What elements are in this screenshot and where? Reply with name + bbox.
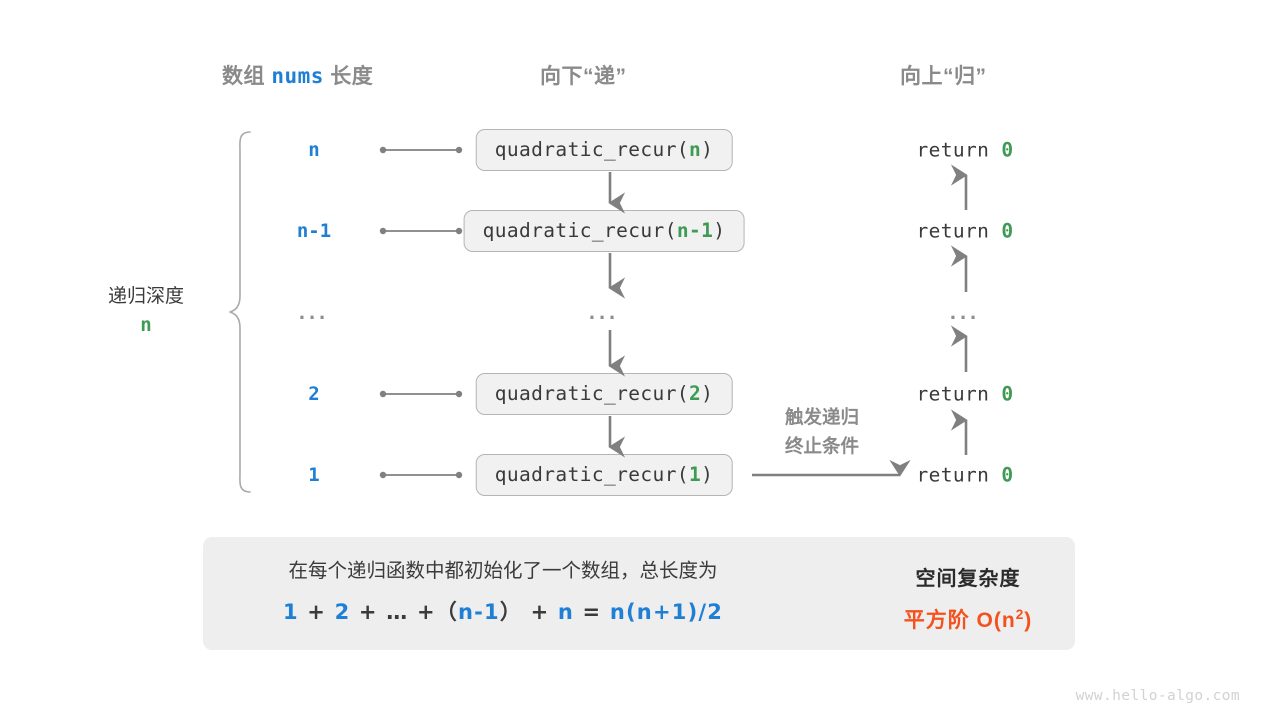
termination-note: 触发递归 终止条件 — [785, 403, 859, 460]
call-box-level-1-prefix: quadratic_recur( — [494, 138, 689, 161]
summary-formula: 1 + 2 + … +（n-1） + n = n(n+1)/2 — [233, 596, 773, 626]
formula-paren-close: ） — [499, 600, 523, 625]
return-label-level-5-text: return — [916, 463, 1002, 487]
summary-description: 在每个递归函数中都初始化了一个数组，总长度为 — [288, 560, 718, 582]
complexity-title: 空间复杂度 — [915, 568, 1021, 590]
call-box-level-4-prefix: quadratic_recur( — [494, 382, 689, 405]
formula-term-4: n-1 — [457, 600, 500, 625]
formula-result: n(n+1)/2 — [609, 600, 724, 625]
header-ascend: 向上“归” — [900, 65, 987, 88]
index-label-level-4: 2 — [308, 383, 320, 405]
call-box-level-5[interactable]: quadratic_recur(1) — [475, 454, 733, 496]
recursion-depth-value: n — [140, 314, 152, 337]
summary-left-block: 在每个递归函数中都初始化了一个数组，总长度为 1 + 2 + … +（n-1） … — [233, 560, 773, 626]
formula-op-2: + — [358, 600, 378, 625]
header-array-length: 数组 nums 长度 — [222, 60, 373, 90]
return-label-level-5-value: 0 — [1001, 463, 1014, 487]
call-box-level-5-arg: 1 — [688, 463, 702, 486]
call-box-level-2[interactable]: quadratic_recur(n-1) — [463, 210, 745, 252]
complexity-value-expr: O(n — [976, 609, 1016, 632]
return-label-level-2-value: 0 — [1001, 219, 1014, 243]
header-descend: 向下“递” — [540, 65, 627, 88]
formula-op-1: + — [307, 600, 327, 625]
formula-paren-open: （ — [435, 600, 458, 625]
summary-right-block: 空间复杂度 平方阶 O(n2) — [868, 562, 1068, 634]
call-box-level-5-prefix: quadratic_recur( — [494, 463, 689, 486]
termination-note-line1: 触发递归 — [784, 406, 860, 428]
call-box-level-1-suffix: ) — [701, 138, 714, 161]
call-box-level-4-arg: 2 — [688, 382, 702, 405]
return-label-level-4-text: return — [916, 382, 1002, 406]
return-label-level-5: return 0 — [916, 464, 1013, 487]
formula-ellipsis: … — [386, 600, 409, 625]
return-label-level-1-text: return — [916, 138, 1002, 162]
return-label-level-4: return 0 — [916, 383, 1013, 406]
formula-term-5: n — [557, 600, 575, 625]
call-box-level-1-arg: n — [688, 138, 702, 161]
complexity-value-suffix: ) — [1024, 609, 1033, 632]
return-label-level-2-text: return — [916, 219, 1002, 243]
call-box-level-4[interactable]: quadratic_recur(2) — [475, 373, 733, 415]
call-box-level-2-arg: n-1 — [676, 219, 714, 242]
return-label-ellipsis: ... — [949, 299, 981, 324]
watermark: www.hello-algo.com — [1075, 688, 1240, 704]
call-box-level-2-suffix: ) — [713, 219, 726, 242]
recursion-depth-text: 递归深度 — [107, 286, 184, 307]
call-box-level-1[interactable]: quadratic_recur(n) — [475, 129, 733, 171]
call-box-level-5-suffix: ) — [701, 463, 714, 486]
formula-equals: = — [582, 600, 602, 625]
formula-op-4: + — [530, 600, 550, 625]
return-label-level-2: return 0 — [916, 220, 1013, 243]
call-box-level-2-prefix: quadratic_recur( — [482, 219, 677, 242]
call-box-ellipsis: ... — [588, 299, 620, 324]
return-label-level-4-value: 0 — [1001, 382, 1014, 406]
complexity-value-exponent: 2 — [1015, 607, 1025, 622]
header-array-length-pre: 数组 — [222, 65, 272, 88]
termination-note-line2: 终止条件 — [784, 435, 860, 456]
return-label-level-1: return 0 — [916, 139, 1013, 162]
index-label-ellipsis: ... — [298, 299, 330, 324]
formula-term-1: 1 — [282, 600, 299, 625]
header-array-length-code: nums — [271, 64, 324, 88]
complexity-value-prefix: 平方阶 — [903, 609, 977, 632]
connector-lines — [379, 146, 463, 479]
return-label-level-1-value: 0 — [1001, 138, 1014, 162]
call-box-level-4-suffix: ) — [701, 382, 714, 405]
header-array-length-post: 长度 — [323, 65, 374, 88]
index-label-level-5: 1 — [308, 464, 320, 486]
summary-panel — [203, 537, 1075, 650]
formula-op-3: + — [416, 600, 436, 625]
recursion-depth-label: 递归深度 n — [96, 282, 196, 341]
index-label-level-2: n-1 — [296, 220, 332, 242]
depth-brace-icon — [229, 131, 251, 493]
formula-term-2: 2 — [334, 600, 351, 625]
index-label-level-1: n — [308, 139, 320, 161]
complexity-value: 平方阶 O(n2) — [868, 604, 1068, 634]
